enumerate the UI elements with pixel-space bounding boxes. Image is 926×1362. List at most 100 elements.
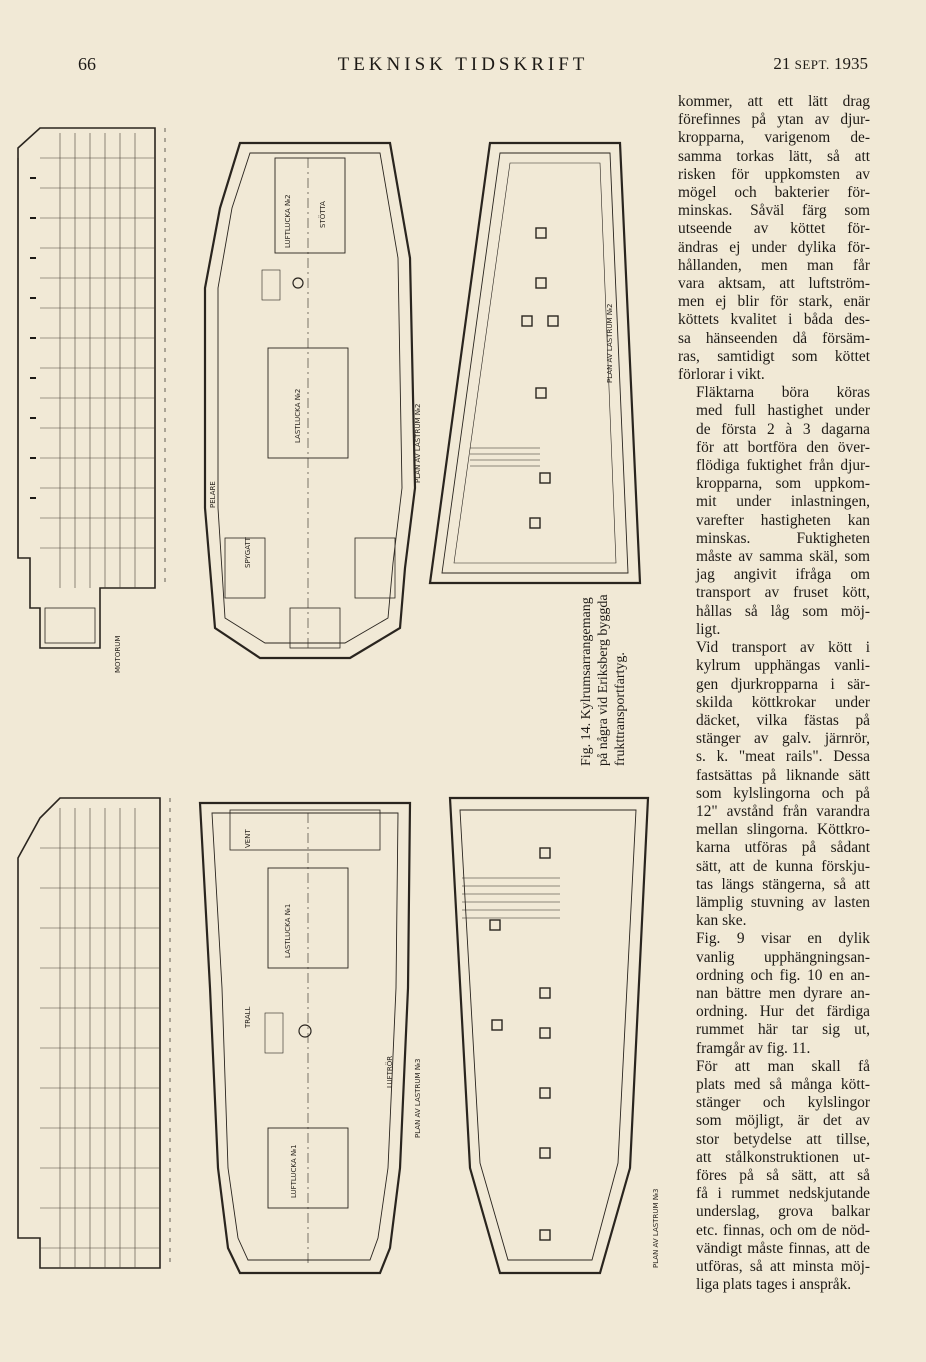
text-line: karna utföras på sådant: [696, 839, 870, 857]
text-line: 12" avstånd från varandra: [696, 802, 870, 820]
label-lastlucka-2: LASTLUCKA №2: [294, 389, 302, 443]
text-line: sa hänseenden då försäm-: [678, 329, 870, 347]
text-line: ligt.: [696, 620, 721, 638]
text-line: kropparna, som uppkom-: [696, 475, 870, 493]
text-line: med full hastighet under: [696, 402, 870, 420]
label-luftror: LUFTRÖR: [385, 1056, 394, 1088]
elevation-drawing-upper: [17, 127, 166, 649]
text-line: mögel och bakterier för-: [678, 184, 870, 202]
text-line: föres på så sätt, att så: [696, 1166, 870, 1184]
text-line: jag angivit ifråga om: [696, 566, 870, 584]
label-plan-3: PLAN AV LASTRUM №3: [414, 1059, 422, 1138]
text-line: köttets kvalitet i båda des-: [678, 311, 870, 329]
text-line: liga plats tages i anspråk.: [696, 1276, 852, 1294]
label-luftlucka-1: LUFTLUCKA №1: [290, 1144, 298, 1198]
text-line: som möjligt, är det av: [696, 1112, 870, 1130]
text-line: kropparna, varigenom de-: [678, 129, 870, 147]
label-pelare: PELARE: [209, 481, 217, 508]
label-plan-2: PLAN AV LASTRUM №2: [414, 404, 422, 483]
text-line: samma torkas lätt, så att: [678, 147, 870, 165]
label-vent: VENT: [244, 829, 252, 848]
text-line: ändras ej under dylika för-: [678, 238, 870, 256]
label-trall: TRALL: [244, 1006, 252, 1029]
text-line: lämplig stuvning av lasten: [696, 893, 870, 911]
label-stotta: STÖTTA: [318, 201, 327, 228]
cold-storage-drawings: MOTORUM LUFTLUCKA №2 LASTLUCKA №2 PLAN A…: [0, 88, 668, 1350]
text-line: mit under inlastningen,: [696, 493, 870, 511]
text-line: mellan slingorna. Köttkro-: [696, 821, 870, 839]
text-line: vara aktsam, att luftström-: [678, 275, 870, 293]
text-line: etc. finnas, och om de nöd-: [696, 1221, 870, 1239]
figure-caption: Fig. 14. Kylrumsarrangemang på några vid…: [578, 594, 629, 766]
caption-line-1: Fig. 14. Kylrumsarrangemang: [579, 597, 594, 766]
text-line: flödiga fuktighet från djur-: [696, 457, 870, 475]
text-line: för att bortföra den över-: [696, 438, 870, 456]
text-line: men ej blir för stark, enär: [678, 293, 870, 311]
text-line: förlorar i vikt.: [678, 366, 765, 384]
text-line: hållanden, men man får: [678, 256, 870, 274]
text-line: sätt, att de kunna förskju-: [696, 857, 870, 875]
text-line: skilda köttkrokar under: [696, 693, 870, 711]
hold-plan-upper: [203, 141, 417, 660]
hold-plan-right-upper: [428, 141, 642, 585]
label-spygatt: SPYGATT: [244, 536, 252, 568]
text-line: Vid transport av kött i: [696, 639, 870, 657]
text-line: Fläktarna böra köras: [696, 384, 870, 402]
text-line: utföras, så att minsta möj-: [696, 1258, 870, 1275]
text-line: hållas så låg som möj-: [696, 602, 870, 620]
text-line: de första 2 à 3 dagarna: [696, 420, 870, 438]
label-lastlucka-1: LASTLUCKA №1: [284, 904, 292, 958]
text-line: utseende av köttet för-: [678, 220, 870, 238]
caption-line-3: frukttransportfartyg.: [613, 652, 628, 766]
caption-line-2: på några vid Eriksberg byggda: [596, 594, 611, 766]
text-line: vanlig upphängningsan-: [696, 948, 870, 966]
label-motorum: MOTORUM: [114, 636, 122, 673]
text-line: s. k. "meat rails". Dessa: [696, 748, 870, 766]
text-line: få i rummet nedskjutande: [696, 1185, 870, 1203]
text-line: underslag, grova balkar: [696, 1203, 870, 1221]
text-line: ordning och fig. 10 en an-: [696, 966, 870, 984]
text-line: som kylslingorna och på: [696, 784, 870, 802]
journal-title: TEKNISK TIDSKRIFT: [337, 54, 589, 75]
text-line: minskas. Såväl färg som: [678, 202, 870, 220]
text-line: nan bättre men dyrare an-: [696, 984, 870, 1002]
running-header: 66 TEKNISK TIDSKRIFT 21 SEPT. 1935: [0, 54, 926, 80]
page-number: 66: [78, 54, 96, 74]
text-line: däcket, vilka fästas på: [696, 711, 870, 729]
elevation-drawing-lower: [17, 797, 171, 1269]
text-line: minskas. Fuktigheten: [696, 529, 870, 547]
text-line: transport av fruset kött,: [696, 584, 870, 602]
text-line: rummet här tar sig ut,: [696, 1021, 870, 1039]
text-line: ordning. Hur det färdiga: [696, 1003, 870, 1021]
text-line: framgår av fig. 11.: [696, 1039, 811, 1057]
text-line: kan ske.: [696, 912, 747, 930]
issue-date: 21 SEPT. 1935: [773, 54, 868, 73]
text-line: Fig. 9 visar en dylik: [696, 930, 870, 948]
label-plan-2-right: PLAN AV LASTRUM №2: [606, 304, 614, 383]
text-line: tas längs stängerna, så att: [696, 875, 870, 893]
hold-plan-right-lower: [448, 796, 650, 1275]
text-line: varefter hastigheten kan: [696, 511, 870, 529]
text-line: stänger och kylslingor: [696, 1094, 870, 1112]
text-line: risken för uppkomsten av: [678, 165, 870, 183]
label-plan-3-right: PLAN AV LASTRUM №3: [652, 1189, 660, 1268]
label-luftlucka-2: LUFTLUCKA №2: [284, 194, 292, 248]
text-line: vändigt måste finnas, att de: [696, 1239, 870, 1257]
text-line: plats med så många kött-: [696, 1075, 870, 1093]
text-line: ras, samtidigt som köttet: [678, 347, 870, 365]
text-line: att stålkonstruktionen ut-: [696, 1148, 870, 1166]
text-line: måste av samma skäl, som: [696, 548, 870, 566]
text-line: För att man skall få: [696, 1057, 870, 1075]
text-line: kommer, att ett lätt drag: [678, 93, 870, 110]
text-line: fastsättas på liknande sätt: [696, 766, 870, 784]
text-line: kylrum upphängas vanli-: [696, 657, 870, 675]
text-line: gen djurkropparna i sär-: [696, 675, 870, 693]
drawing-figure-svg: MOTORUM LUFTLUCKA №2 LASTLUCKA №2 PLAN A…: [17, 127, 660, 1275]
